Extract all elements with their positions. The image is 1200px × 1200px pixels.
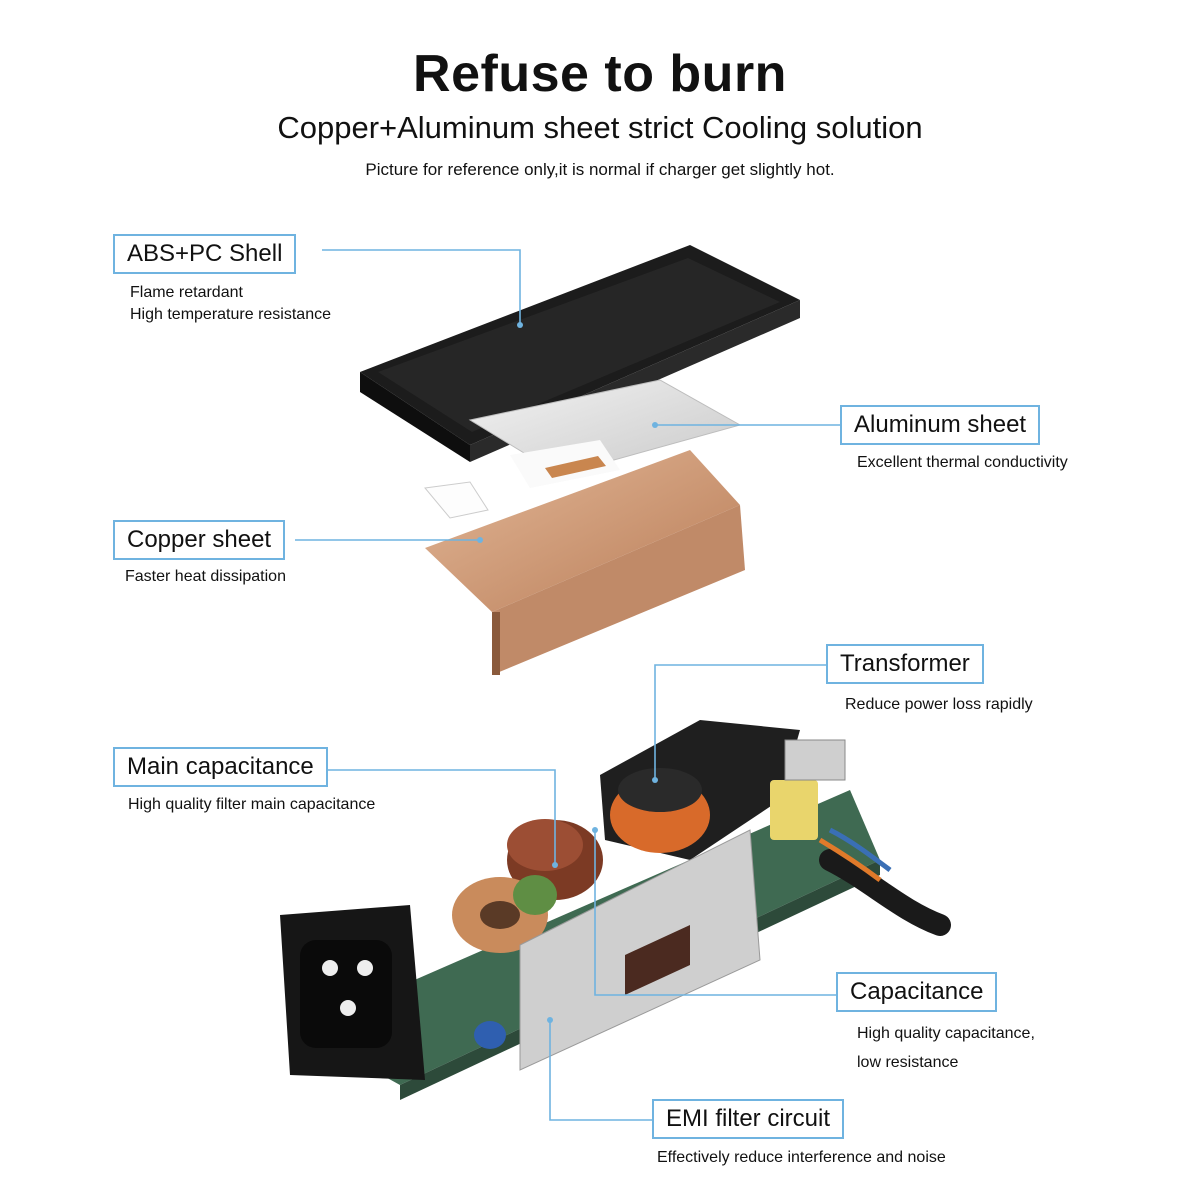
aluminum-sheet <box>468 379 742 488</box>
reference-note: Picture for reference only,it is normal … <box>365 160 835 179</box>
callout-transformer: Transformer <box>826 644 984 684</box>
callout-shell-desc-1: Flame retardant <box>130 284 243 301</box>
callout-shell: ABS+PC Shell <box>113 234 297 274</box>
callout-capacitance-desc-1: High quality capacitance, <box>857 1025 1035 1042</box>
callout-capacitance: Capacitance <box>836 972 998 1012</box>
page-title: Refuse to burn <box>413 45 787 103</box>
callout-aluminum-desc-1: Excellent thermal conductivity <box>857 454 1068 471</box>
callout-main-capacitance: Main capacitance <box>113 747 328 787</box>
callout-copper-desc-1: Faster heat dissipation <box>125 568 286 585</box>
leader-lines <box>295 249 840 1121</box>
pcb-assembly <box>280 720 951 1100</box>
callout-copper: Copper sheet <box>113 520 286 560</box>
leader-dots <box>477 322 658 1023</box>
callout-emi-filter-desc-1: Effectively reduce interference and nois… <box>657 1149 946 1166</box>
page-subtitle: Copper+Aluminum sheet strict Cooling sol… <box>277 110 923 145</box>
copper-sheet <box>424 450 745 675</box>
callout-capacitance-desc-2: low resistance <box>857 1054 959 1071</box>
callout-main-capacitance-desc-1: High quality filter main capacitance <box>128 796 376 813</box>
callout-shell-desc-2: High temperature resistance <box>130 306 331 323</box>
callout-transformer-desc-1: Reduce power loss rapidly <box>845 696 1033 713</box>
callout-aluminum: Aluminum sheet <box>840 405 1041 445</box>
callout-emi-filter: EMI filter circuit <box>652 1099 845 1139</box>
